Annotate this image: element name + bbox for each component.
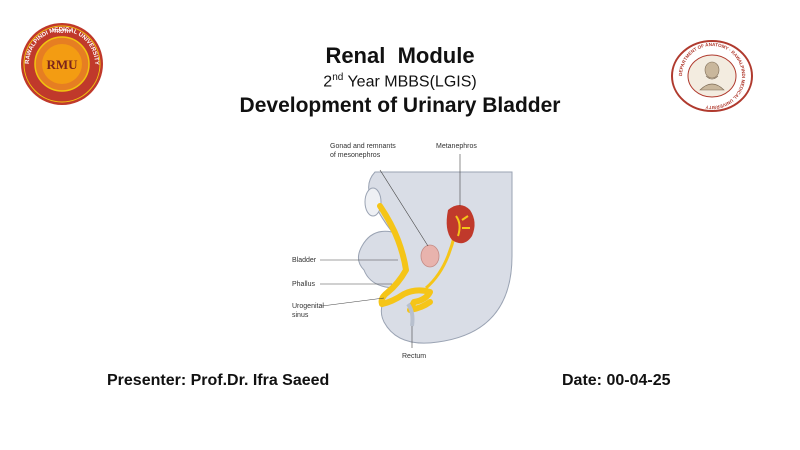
svg-text:RMU: RMU <box>46 57 78 72</box>
subtitle-rest: Year MBBS(LGIS) <box>343 73 477 91</box>
slide-title: Renal Module <box>325 43 475 68</box>
label-bladder: Bladder <box>292 257 317 264</box>
label-metanephros: Metanephros <box>436 143 477 150</box>
subtitle-prefix: 2 <box>323 73 333 91</box>
rmu-logo: RAWALPINDI MEDICAL UNIVERSITY TRUTH RMU <box>21 23 103 105</box>
bladder-shape <box>377 203 433 313</box>
tail-tube <box>364 187 382 217</box>
anatomy-dept-logo: DEPARTMENT OF ANATOMY · RAWALPINDI MEDIC… <box>671 40 753 112</box>
label-gonad-line1: Gonad and remnants <box>330 143 396 150</box>
label-rectum: Rectum <box>402 353 426 360</box>
label-phallus: Phallus <box>292 281 315 288</box>
label-gonad-line2: of mesonephros <box>330 152 381 159</box>
slide-heading: Development of Urinary Bladder <box>239 94 561 117</box>
svg-text:TRUTH: TRUTH <box>54 29 71 35</box>
slide-subtitle: 2nd Year MBBS(LGIS) <box>0 72 800 91</box>
subtitle-superscript: nd <box>332 72 344 83</box>
presenter-name: Presenter: Prof.Dr. Ifra Saeed <box>107 372 330 389</box>
label-urogenital-line2: sinus <box>292 312 309 319</box>
presentation-date: Date: 00-04-25 <box>562 372 671 389</box>
gonad-shape <box>420 244 440 268</box>
label-urogenital-line1: Urogenital <box>292 303 324 310</box>
kidney-pelvis <box>455 215 470 237</box>
rectum-shape <box>406 302 415 327</box>
urinary-bladder-diagram: Gonad and remnants of mesonephros Metane… <box>292 143 513 360</box>
metanephros-shape <box>446 205 475 244</box>
